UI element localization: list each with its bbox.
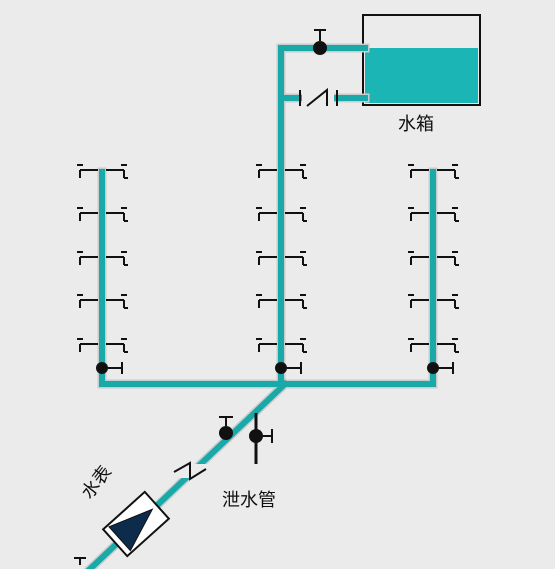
tank-outline	[362, 14, 481, 106]
valve-body	[96, 362, 108, 374]
gate-valve-icon	[219, 416, 233, 440]
gate-valve-icon	[427, 362, 454, 374]
valve-body	[249, 429, 263, 443]
check-valve-gap	[174, 464, 212, 478]
tap-icon	[408, 251, 429, 265]
gate-valve-icon	[275, 362, 302, 374]
tap-stroke	[285, 294, 306, 308]
tap-icon	[256, 251, 277, 265]
tap-stroke	[437, 164, 458, 178]
tap-stroke	[408, 338, 429, 352]
water-tank	[362, 14, 481, 106]
tap-icon	[77, 164, 98, 178]
tap-icon	[437, 338, 459, 353]
tap-stroke	[285, 207, 306, 221]
tap-stroke	[77, 207, 98, 221]
tap-icon	[285, 251, 307, 266]
drain-valve-icon	[249, 413, 273, 464]
valve-body	[219, 426, 233, 440]
tap-stroke	[77, 164, 98, 178]
tap-icon	[77, 294, 98, 308]
tap-icon	[437, 251, 459, 266]
tap-stroke	[106, 251, 127, 265]
tap-stroke	[77, 338, 98, 352]
tank-water	[365, 48, 478, 103]
tap-stroke	[285, 251, 306, 265]
gate-valve-icon	[96, 362, 123, 374]
tap-stroke	[256, 338, 277, 352]
tap-stroke	[408, 207, 429, 221]
tap-icon	[106, 251, 128, 266]
tap-stroke	[437, 294, 458, 308]
tap-stroke	[285, 338, 306, 352]
tap-stroke	[256, 294, 277, 308]
tap-icon	[437, 294, 459, 309]
valve-body	[313, 41, 327, 55]
tap-icon	[285, 338, 307, 353]
tap-icon	[437, 164, 459, 179]
check-valve-stroke	[173, 461, 207, 481]
tap-icon	[408, 207, 429, 221]
tap-stroke	[408, 294, 429, 308]
tap-stroke	[256, 164, 277, 178]
water-meter-label: 水表	[77, 462, 116, 503]
fixtures	[74, 29, 459, 565]
tap-icon	[77, 251, 98, 265]
tap-stroke	[408, 251, 429, 265]
check-valve-icon	[173, 461, 212, 481]
tap-icon	[437, 207, 459, 222]
drain-pipe-label: 泄水管	[222, 490, 276, 511]
check-valve-stroke	[299, 87, 338, 107]
tap-stroke	[437, 251, 458, 265]
tap-icon	[256, 207, 277, 221]
tap-icon	[256, 164, 277, 178]
tap-icon	[408, 164, 429, 178]
tap-stroke	[408, 164, 429, 178]
check-valve-icon	[299, 87, 338, 107]
tap-icon	[77, 207, 98, 221]
tap-icon	[77, 338, 98, 352]
tap-stroke	[256, 207, 277, 221]
tap-stroke	[285, 164, 306, 178]
tap-icon	[285, 164, 307, 179]
tap-stroke	[106, 338, 127, 352]
tap-icon	[408, 294, 429, 308]
tap-stroke	[256, 251, 277, 265]
tap-stroke	[106, 207, 127, 221]
tap-stroke	[77, 294, 98, 308]
meter-triangle	[108, 508, 154, 552]
tap-icon	[106, 164, 128, 179]
water-meter-icon	[101, 490, 171, 558]
gate-valve-icon	[74, 557, 86, 565]
gate-valve-icon	[313, 29, 327, 55]
tap-icon	[106, 294, 128, 309]
tank-label: 水箱	[398, 114, 434, 135]
tap-stroke	[106, 294, 127, 308]
valve-body	[427, 362, 439, 374]
tap-stroke	[106, 164, 127, 178]
valve-body	[275, 362, 287, 374]
tap-icon	[256, 338, 277, 352]
tap-stroke	[437, 338, 458, 352]
tap-icon	[285, 207, 307, 222]
tap-icon	[106, 207, 128, 222]
tap-icon	[285, 294, 307, 309]
tap-stroke	[437, 207, 458, 221]
tap-icon	[408, 338, 429, 352]
tap-icon	[106, 338, 128, 353]
tap-icon	[256, 294, 277, 308]
tap-stroke	[77, 251, 98, 265]
